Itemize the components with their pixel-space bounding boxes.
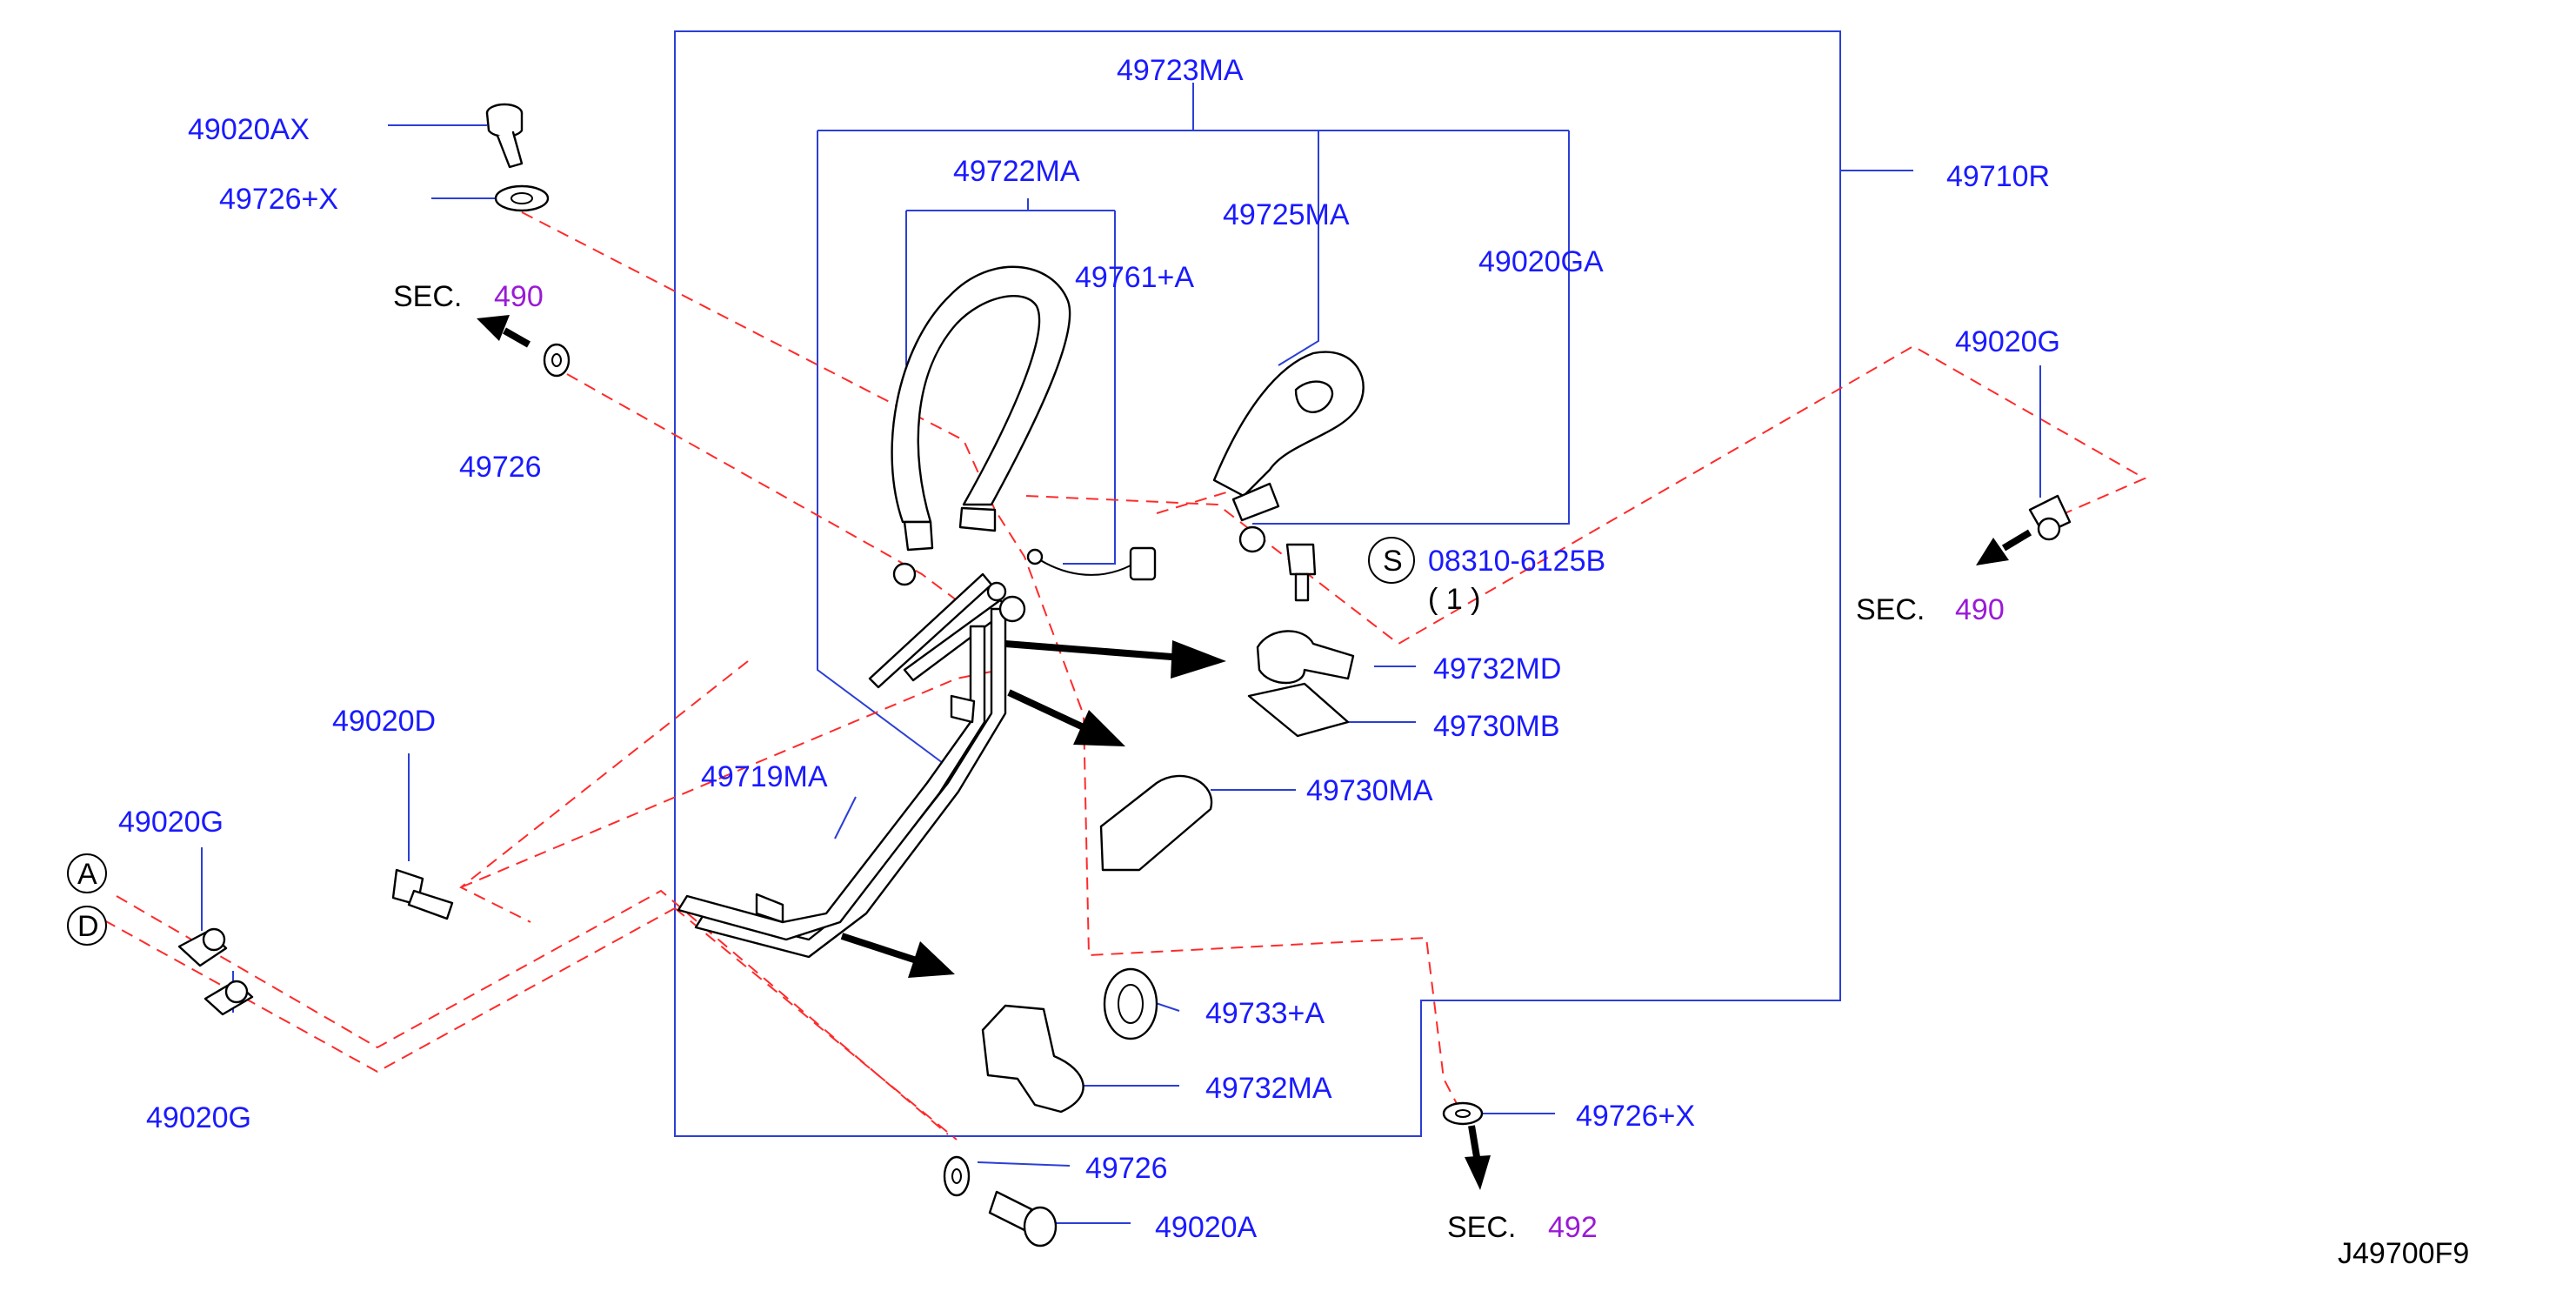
sec-left-label: SEC. xyxy=(393,280,462,313)
label-49710r[interactable]: 49710R xyxy=(1946,160,2050,193)
label-49726x-top[interactable]: 49726+X xyxy=(219,183,338,216)
label-49020ga[interactable]: 49020GA xyxy=(1478,245,1604,278)
label-49020g-left-top[interactable]: 49020G xyxy=(118,806,224,839)
main-frame xyxy=(674,30,1841,1137)
label-49726x-bottom[interactable]: 49726+X xyxy=(1576,1100,1695,1133)
washer-icon-bottom-right xyxy=(1442,1101,1484,1126)
label-08310-6125b[interactable]: 08310-6125B xyxy=(1428,545,1605,578)
bracket-49723ma xyxy=(817,83,1570,766)
bracket-icon-49732ma xyxy=(981,1004,1084,1114)
pad-icon-49730mb xyxy=(1247,682,1350,738)
clamp-icon-49730ma xyxy=(1099,774,1213,872)
label-49723ma[interactable]: 49723MA xyxy=(1117,54,1244,87)
arrow-to-bracket-49732ma xyxy=(840,933,955,978)
label-49730ma[interactable]: 49730MA xyxy=(1306,774,1433,807)
label-49732ma[interactable]: 49732MA xyxy=(1205,1072,1332,1105)
arrow-sec-right xyxy=(1976,529,2032,565)
label-49725ma[interactable]: 49725MA xyxy=(1223,198,1350,231)
callout-labels: 49020AX 49726+X SEC. 490 49726 49723MA 4… xyxy=(77,54,2469,1270)
label-49722ma[interactable]: 49722MA xyxy=(953,155,1080,188)
bracket-49722ma xyxy=(905,198,1116,565)
frame-lines xyxy=(674,30,1913,1137)
label-49726-bottom[interactable]: 49726 xyxy=(1085,1152,1168,1185)
washer-icon-bottom xyxy=(943,1155,971,1197)
clamp-icon-49732md xyxy=(1256,630,1355,685)
clip-icon-left-top xyxy=(177,927,228,967)
diagram-id: J49700F9 xyxy=(2338,1237,2469,1270)
label-49761a[interactable]: 49761+A xyxy=(1075,261,1194,294)
hose-loop-icon xyxy=(891,265,1071,586)
washer-icon-left xyxy=(543,343,571,378)
tube-assembly-icon xyxy=(677,572,1026,959)
sec-bottom-number[interactable]: 492 xyxy=(1548,1211,1598,1244)
callout-leaders xyxy=(201,124,2041,1224)
banjo-bolt-icon-top xyxy=(485,103,524,169)
direction-arrows xyxy=(477,315,2032,1190)
arrow-sec-bottom xyxy=(1465,1125,1491,1190)
small-hose-icon xyxy=(1212,351,1365,553)
marker-d-circle xyxy=(67,906,107,946)
label-49020a[interactable]: 49020A xyxy=(1155,1211,1258,1244)
sec-right-label: SEC. xyxy=(1856,593,1925,626)
label-49020d[interactable]: 49020D xyxy=(332,705,436,738)
circle-markers xyxy=(67,537,1415,946)
label-08310-quantity: ( 1 ) xyxy=(1428,583,1480,616)
arrow-to-clamp-49730ma xyxy=(1007,689,1125,746)
components xyxy=(177,103,2072,1248)
bolt-icon xyxy=(1285,543,1317,602)
sensor-icon xyxy=(1026,546,1157,581)
bolt-symbol-circle xyxy=(1368,537,1415,584)
clip-icon-left-bottom xyxy=(204,980,254,1016)
label-49020ax[interactable]: 49020AX xyxy=(188,113,310,146)
arrow-sec-left xyxy=(477,315,531,348)
sec-left-number[interactable]: 490 xyxy=(494,280,544,313)
bolt-icon-49020d xyxy=(391,868,454,920)
sec-right-number[interactable]: 490 xyxy=(1955,593,2005,626)
grommet-icon xyxy=(1103,967,1158,1040)
banjo-bolt-icon-bottom xyxy=(988,1190,1058,1248)
label-49020g-left-bottom[interactable]: 49020G xyxy=(146,1101,251,1134)
dashed-connections xyxy=(103,211,2147,1140)
sec-bottom-label: SEC. xyxy=(1447,1211,1516,1244)
label-49719ma[interactable]: 49719MA xyxy=(701,760,828,793)
label-49732md[interactable]: 49732MD xyxy=(1433,652,1561,686)
marker-d: D xyxy=(77,910,99,943)
bolt-symbol: S xyxy=(1383,545,1403,578)
washer-icon-top xyxy=(494,184,550,212)
label-49726-left[interactable]: 49726 xyxy=(459,451,542,484)
marker-a-circle xyxy=(67,853,107,893)
label-49733a[interactable]: 49733+A xyxy=(1205,997,1325,1030)
marker-a: A xyxy=(77,858,97,891)
label-49020g-right[interactable]: 49020G xyxy=(1955,325,2060,358)
label-49730mb[interactable]: 49730MB xyxy=(1433,710,1560,743)
clip-icon-right xyxy=(2028,494,2072,541)
arrow-to-clamp-49732md xyxy=(1004,640,1226,679)
